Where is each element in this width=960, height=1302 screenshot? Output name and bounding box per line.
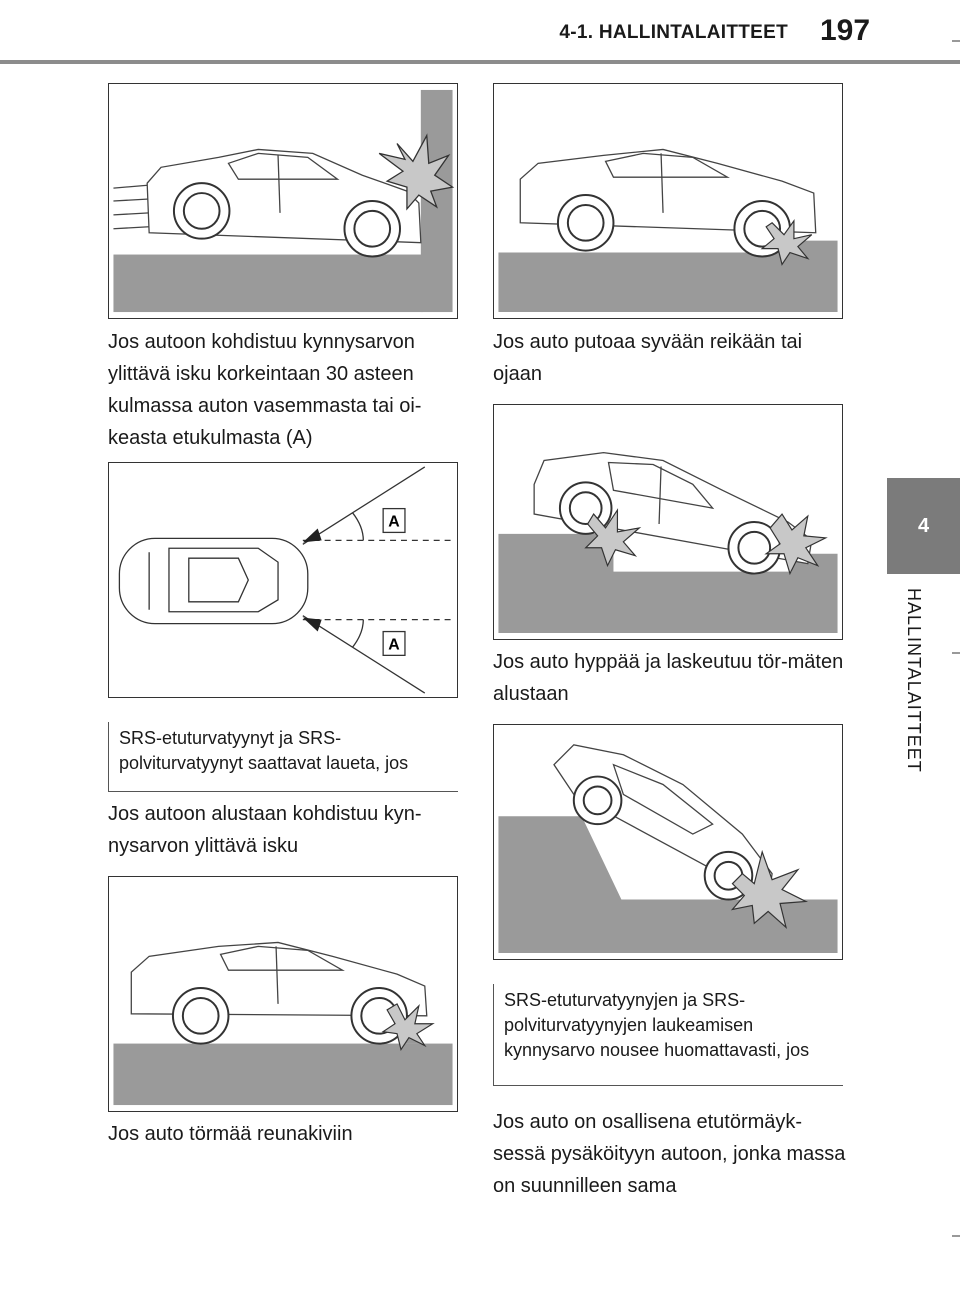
chapter-tab[interactable]: 4: [887, 478, 960, 574]
subhead-threshold-raised: SRS-etuturvatyynyjen ja SRS-polviturvaty…: [493, 984, 843, 1086]
caption-curb: Jos auto törmää reunakiviin: [108, 1123, 353, 1145]
subhead-may-deploy: SRS-etuturvatyynyt ja SRS-polviturvatyyn…: [108, 722, 458, 792]
figure-curb: [108, 876, 458, 1112]
caption-hole: Jos auto putoaa syvään reikään tai ojaan: [493, 331, 803, 385]
caption-parked-car: Jos auto on osallisena etutörmäyk-sessä …: [493, 1111, 846, 1197]
angle-label-top: A: [388, 513, 400, 530]
margin-tick: [952, 1235, 960, 1237]
page-number: 197: [819, 14, 871, 47]
figure-hole: [493, 83, 843, 319]
figure-drop: [493, 404, 843, 640]
caption-jump: Jos auto hyppää ja laskeutuu tör-mäten a…: [493, 651, 844, 705]
caption-frontal-angle: Jos autoon kohdistuu kynnysarvon ylittäv…: [108, 331, 422, 449]
chapter-label: HALLINTALAITTEET: [904, 588, 924, 773]
header-divider: [0, 60, 960, 64]
figure-angle-diagram: A A: [108, 462, 458, 698]
section-title: 4-1. HALLINTALAITTEET: [559, 22, 788, 43]
figure-slope: [493, 724, 843, 960]
margin-tick: [952, 652, 960, 654]
figure-wall-collision: [108, 83, 458, 319]
margin-tick: [952, 40, 960, 42]
caption-underbody: Jos autoon alustaan kohdistuu kyn-nysarv…: [108, 803, 422, 857]
angle-label-bottom: A: [388, 636, 400, 653]
